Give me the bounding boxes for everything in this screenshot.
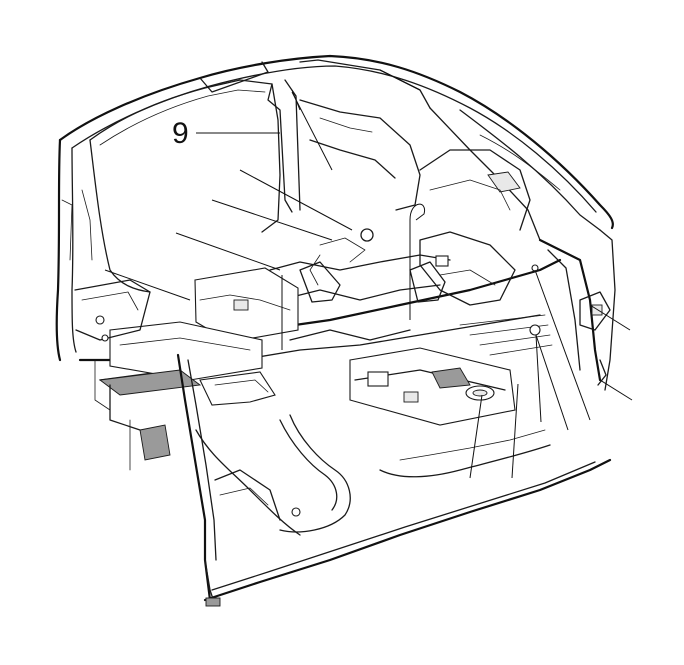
right-sill	[379, 291, 611, 478]
leader-line	[534, 269, 591, 421]
leader-line	[175, 232, 281, 271]
left-sill	[94, 353, 612, 607]
callout-9: 9	[172, 117, 189, 150]
body-shell	[55, 54, 616, 391]
left-front-panel	[61, 189, 151, 342]
leader-line	[104, 269, 191, 301]
leader-line	[589, 304, 631, 331]
leader-line	[239, 169, 353, 231]
leader-line	[211, 199, 333, 241]
leader-line	[469, 394, 483, 479]
rear-panel	[299, 99, 531, 231]
floor-pan	[78, 228, 562, 426]
leader-line	[379, 69, 421, 91]
leader-line	[291, 91, 333, 171]
leader-line	[599, 379, 633, 401]
leader-line	[409, 203, 426, 320]
leader-line	[511, 383, 519, 479]
leader-line	[535, 334, 569, 431]
leader-lines	[104, 69, 633, 479]
leader-line	[535, 334, 542, 423]
